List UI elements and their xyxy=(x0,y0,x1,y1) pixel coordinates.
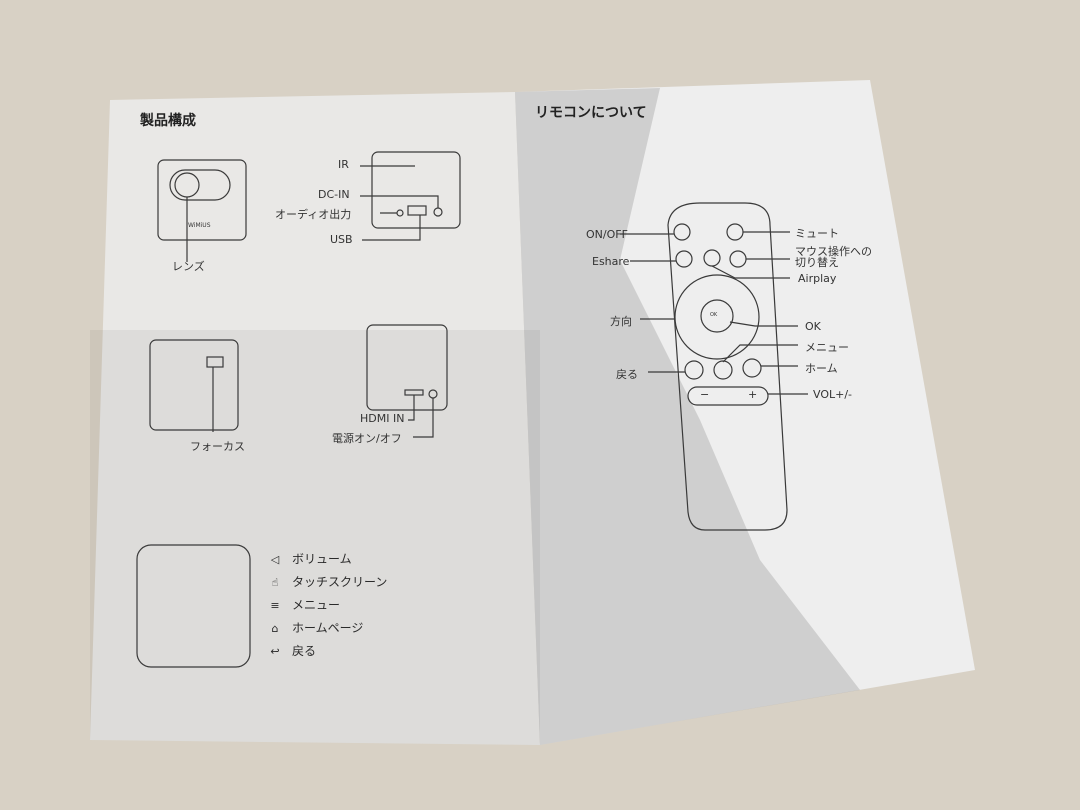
label-focus: フォーカス xyxy=(190,440,245,453)
legend-item: ☝タッチスクリーン xyxy=(268,571,388,594)
projector-front xyxy=(157,159,247,241)
label-menu: メニュー xyxy=(805,341,849,354)
label-back: 戻る xyxy=(616,368,638,381)
legend-item: ↩戻る xyxy=(268,640,387,663)
legend-item: ⌂ホームページ xyxy=(268,617,387,640)
page-title-left: 製品構成 xyxy=(140,113,196,129)
label-home: ホーム xyxy=(805,362,838,375)
label-on-off: ON/OFF xyxy=(586,228,628,241)
left-page xyxy=(90,92,540,745)
label-lens: レンズ xyxy=(172,260,205,273)
page-title-right: リモコンについて xyxy=(535,105,647,121)
touch-icon: ☝ xyxy=(271,576,279,589)
projector-side xyxy=(149,339,239,431)
label-usb: USB xyxy=(330,233,353,246)
label-direction: 方向 xyxy=(610,315,632,328)
label-hdmi-in: HDMI IN xyxy=(360,412,405,425)
legend-item: ◁ボリューム xyxy=(268,548,387,571)
label-ir: IR xyxy=(338,158,349,171)
legend-item: ≡メニュー xyxy=(268,594,387,617)
projector-bottom xyxy=(366,324,448,411)
label-mouse: マウス操作への切り替え xyxy=(795,245,872,269)
label-vol: VOL+/- xyxy=(813,388,853,401)
device-brand: WiMiUS xyxy=(188,222,211,229)
shadow xyxy=(515,88,860,745)
vol-minus-text: − xyxy=(700,388,710,401)
back-icon: ↩ xyxy=(270,645,280,658)
right-page xyxy=(515,80,975,745)
touch-panel xyxy=(136,544,251,668)
volume-icon: ◁ xyxy=(270,553,280,566)
label-eshare: Eshare xyxy=(592,255,630,268)
vol-plus-text: + xyxy=(748,388,758,401)
menu-icon: ≡ xyxy=(270,599,280,612)
label-ok: OK xyxy=(805,320,821,333)
label-mute: ミュート xyxy=(795,227,839,240)
ok-button-text: OK xyxy=(710,312,718,318)
label-dc-in: DC-IN xyxy=(318,188,350,201)
remote-body xyxy=(667,202,788,531)
home-icon: ⌂ xyxy=(271,622,279,635)
touch-legend: ◁ボリューム ☝タッチスクリーン ≡メニュー ⌂ホームページ ↩戻る xyxy=(268,548,387,663)
label-airplay: Airplay xyxy=(798,272,837,285)
label-power: 電源オン/オフ xyxy=(332,432,402,445)
projector-rear xyxy=(371,151,461,229)
label-audio-out: オーディオ出力 xyxy=(275,208,352,221)
